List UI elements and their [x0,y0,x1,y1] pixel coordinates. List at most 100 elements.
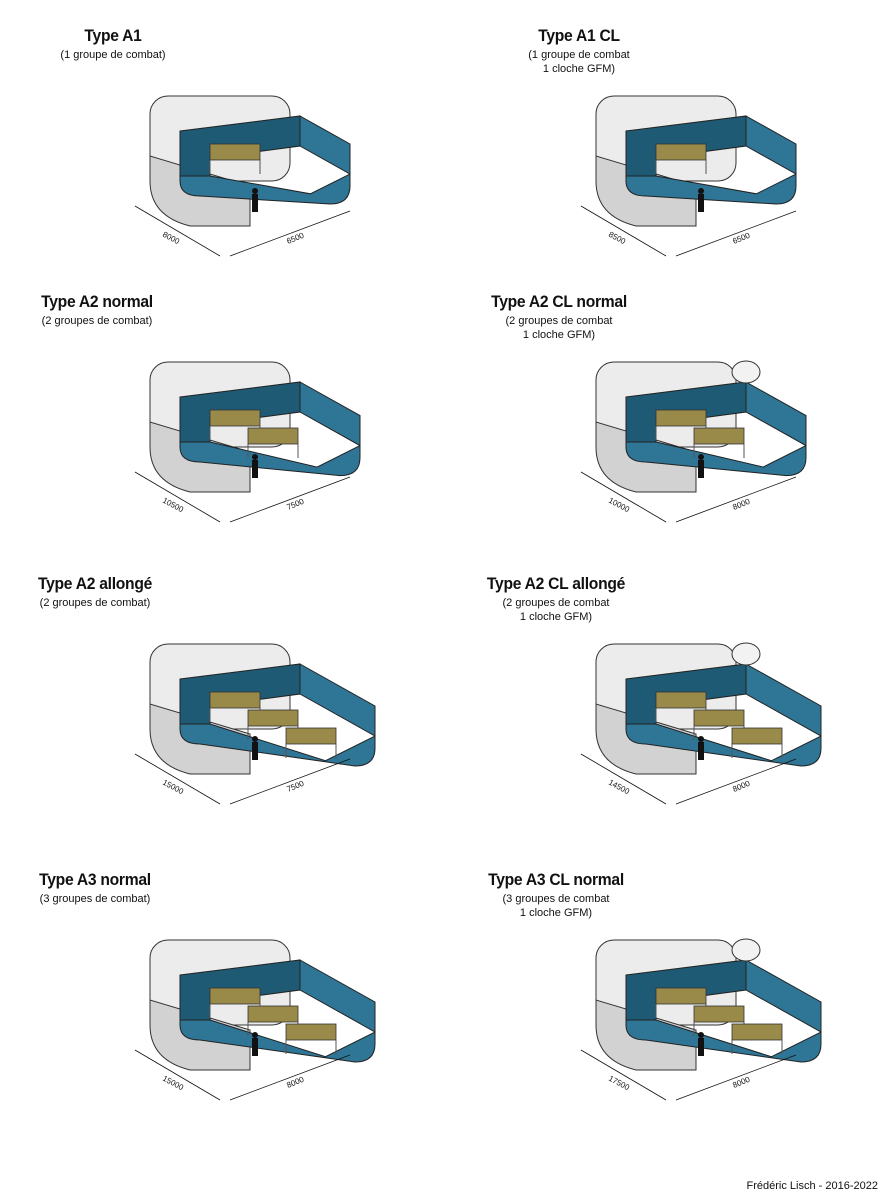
soldier-figure [252,460,258,478]
bunker-isometric-drawing: 8000 6500 [134,95,351,257]
roof-slab-side [745,115,797,175]
bunker-panel-7: Type A3 normal (3 groupes de combat) 150… [0,870,446,1166]
bunk-bed [209,143,261,161]
floor-slab [179,173,351,205]
panel-subtitle-line2: 1 cloche GFM) [522,329,596,341]
dimension-label-depth: 10000 [607,496,631,515]
dimension-label-depth: 14500 [607,778,631,797]
bunker-isometric-drawing: 17500 8000 [580,938,822,1101]
bunk-bed [209,409,261,427]
bunk-bed [285,727,337,745]
bunk-bed [655,409,707,427]
dimension-label-width: 6500 [731,231,751,246]
roof-slab-side [745,959,822,1033]
bunk-bed [209,691,261,709]
dimension-label-width: 7500 [285,779,305,794]
panel-subtitle-line1: (2 groupes de combat [505,315,613,327]
dimension-label-depth: 15000 [161,778,185,797]
bunk-bed [731,1023,783,1041]
soldier-figure [252,194,258,212]
bunker-panel-4: Type A2 CL normal (2 groupes de combat 1… [446,292,892,588]
dimension-label-depth: 10500 [161,496,185,515]
floor-slab [625,441,807,477]
bunker-group: 15000 7500 [134,643,376,805]
credit-text: Frédéric Lisch - 2016-2022 [746,1180,878,1192]
floor-slab [625,1019,822,1063]
soldier-figure [698,460,704,478]
panel-subtitle-line1: (1 groupe de combat) [60,49,166,61]
roof-slab-side [299,381,361,447]
cloche-gfm-dome [731,938,761,962]
bunker-isometric-drawing: 10000 8000 [580,360,807,523]
dimension-label-depth: 17500 [607,1074,631,1093]
dimension-label-width: 8000 [731,779,751,794]
dimension-label-depth: 8500 [607,230,627,247]
dimension-label-width: 8000 [731,497,751,512]
bunk-bed [693,427,745,445]
panel-subtitle-line1: (2 groupes de combat) [39,597,151,609]
bunker-group: 10000 8000 [580,360,807,523]
bunk-bed [209,987,261,1005]
roof-slab-side [745,381,807,447]
panel-subtitle-line1: (3 groupes de combat [502,893,610,905]
bunk-bed [285,1023,337,1041]
panel-subtitle-line2: 1 cloche GFM) [519,611,593,623]
bunk-bed [655,987,707,1005]
bunker-panel-3: Type A2 normal (2 groupes de combat) 105… [0,292,446,588]
panel-subtitle-line2: 1 cloche GFM) [519,907,593,919]
bunker-isometric-drawing: 15000 7500 [134,643,376,805]
dimension-label-depth: 8000 [161,230,181,247]
soldier-figure [252,1038,258,1056]
panel-title: Type A2 allongé [37,574,153,593]
cloche-gfm-dome [731,360,761,384]
soldier-figure [252,742,258,760]
panel-title: Type A3 normal [39,870,151,889]
dimension-label-width: 6500 [285,231,305,246]
soldier-figure [698,454,704,460]
bunker-panel-8: Type A3 CL normal (3 groupes de combat 1… [446,870,892,1166]
roof-slab-side [745,663,822,737]
panel-title: Type A2 CL allongé [486,574,626,593]
dimension-label-depth: 15000 [161,1074,185,1093]
bunker-isometric-drawing: 15000 8000 [134,939,376,1101]
roof-slab-side [299,115,351,175]
bunker-group: 17500 8000 [580,938,822,1101]
panel-title: Type A2 normal [41,292,153,311]
roof-slab-side [299,663,376,737]
bunker-isometric-drawing: 14500 8000 [580,642,822,805]
dimension-label-width: 8000 [731,1075,751,1090]
panel-title: Type A1 [84,26,142,45]
panel-title: Type A2 CL normal [491,292,627,311]
soldier-figure [252,736,258,742]
bunk-bed [247,427,299,445]
soldier-figure [252,1032,258,1038]
bunk-bed [655,143,707,161]
bunker-group: 14500 8000 [580,642,822,805]
bunker-group: 10500 7500 [134,361,361,523]
panel-subtitle-line2: 1 cloche GFM) [542,63,616,75]
floor-slab [179,441,361,477]
dimension-label-width: 8000 [285,1075,305,1090]
bunker-panel-2: Type A1 CL (1 groupe de combat 1 cloche … [446,26,892,322]
cloche-gfm-dome [731,642,761,666]
soldier-figure [252,188,258,194]
bunker-isometric-drawing: 10500 7500 [134,361,361,523]
soldier-figure [698,188,704,194]
panel-subtitle-line1: (2 groupes de combat [502,597,610,609]
soldier-figure [698,736,704,742]
floor-slab [179,1019,376,1063]
soldier-figure [698,194,704,212]
panel-subtitle-line1: (1 groupe de combat [528,49,630,61]
dimension-label-width: 7500 [285,497,305,512]
bunker-group: 8000 6500 [134,95,351,257]
soldier-figure [252,454,258,460]
soldier-figure [698,1032,704,1038]
soldier-figure [698,1038,704,1056]
panel-subtitle-line1: (2 groupes de combat) [41,315,153,327]
bunk-bed [693,1005,745,1023]
roof-slab-side [299,959,376,1033]
panel-title: Type A3 CL normal [488,870,624,889]
bunk-bed [655,691,707,709]
soldier-figure [698,742,704,760]
panel-subtitle-line1: (3 groupes de combat) [39,893,151,905]
